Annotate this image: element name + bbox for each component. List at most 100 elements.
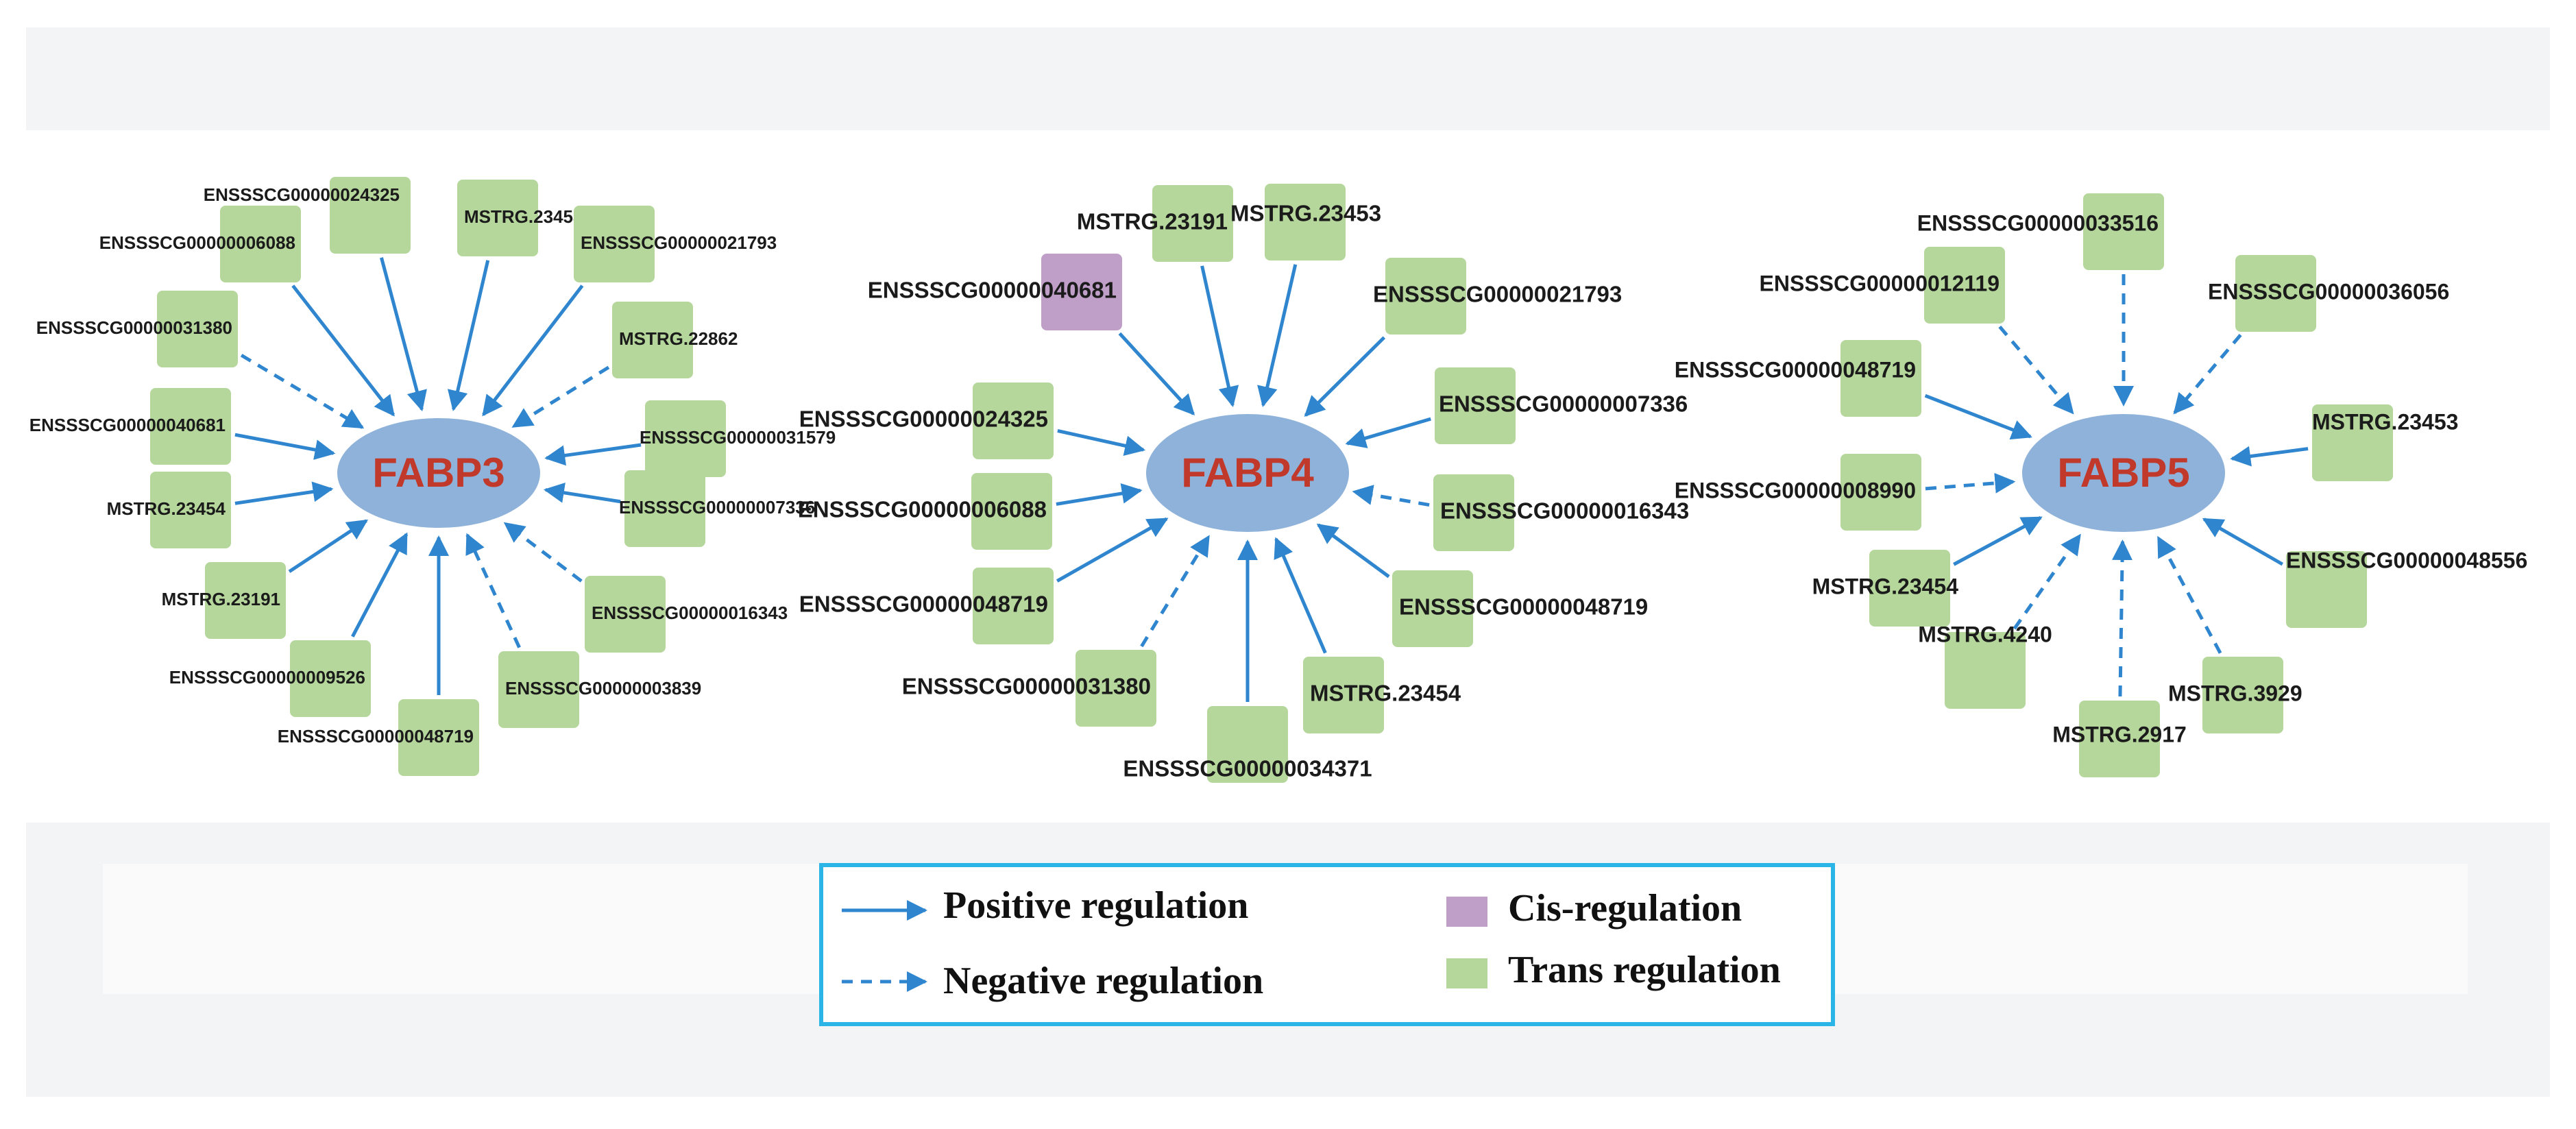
gene-label: MSTRG.2917 bbox=[2052, 722, 2187, 746]
trans-gene-box bbox=[1435, 367, 1516, 444]
positive-regulation-edge bbox=[1274, 537, 1327, 654]
trans-gene-box bbox=[205, 562, 286, 639]
gene-node: MSTRG.23453 bbox=[2312, 404, 2458, 481]
trans-gene-box bbox=[457, 180, 538, 256]
trans-gene-box bbox=[1945, 632, 2026, 709]
gene-label: ENSSSCG00000034371 bbox=[1123, 756, 1372, 781]
gene-node: ENSSSCG00000031380 bbox=[36, 291, 238, 367]
gene-node: ENSSSCG00000016343 bbox=[585, 576, 788, 653]
trans-gene-box bbox=[2202, 657, 2283, 733]
gene-label: ENSSSCG00000036056 bbox=[2208, 279, 2449, 304]
positive-regulation-edge bbox=[1345, 417, 1431, 448]
gene-label: ENSSSCG00000007336 bbox=[619, 497, 815, 518]
gene-label: ENSSSCG00000040681 bbox=[29, 415, 226, 435]
trans-gene-box bbox=[1265, 184, 1346, 260]
trans-gene-box bbox=[1392, 570, 1473, 647]
trans-gene-box bbox=[220, 206, 301, 282]
top-band bbox=[26, 27, 2550, 130]
positive-regulation-edge bbox=[1257, 264, 1298, 408]
network-layer: FABP3ENSSSCG00000024325MSTRG.23453ENSSSC… bbox=[29, 177, 2527, 783]
negative-regulation-edge bbox=[2156, 535, 2222, 654]
network-fabp3: FABP3ENSSSCG00000024325MSTRG.23453ENSSSC… bbox=[29, 177, 836, 776]
trans-gene-box bbox=[2312, 404, 2393, 481]
hub-node-fabp4 bbox=[1146, 414, 1349, 532]
negative-regulation-edge bbox=[2013, 533, 2082, 630]
hub-node-fabp5 bbox=[2022, 414, 2225, 532]
gene-node: ENSSSCG00000012119 bbox=[1760, 247, 2005, 324]
trans-gene-box bbox=[973, 568, 1054, 644]
gene-label: ENSSSCG00000031380 bbox=[36, 317, 232, 338]
trans-gene-box bbox=[1207, 706, 1288, 783]
hub-label: FABP3 bbox=[372, 450, 505, 496]
trans-gene-box bbox=[1924, 247, 2005, 324]
negative-regulation-edge bbox=[1998, 325, 2074, 415]
gene-label: MSTRG.23453 bbox=[1230, 201, 1381, 226]
gene-label: MSTRG.23454 bbox=[1310, 681, 1461, 706]
gene-label: ENSSSCG00000009526 bbox=[169, 667, 365, 688]
gene-node: MSTRG.23454 bbox=[1812, 550, 1959, 627]
trans-gene-box bbox=[330, 177, 411, 254]
gene-node: ENSSSCG00000048719 bbox=[1392, 570, 1648, 647]
positive-regulation-edge bbox=[1316, 523, 1390, 579]
trans-gene-box bbox=[2079, 701, 2160, 777]
trans-gene-box bbox=[1076, 650, 1156, 727]
gene-node: ENSSSCG00000007336 bbox=[619, 470, 815, 547]
trans-gene-box bbox=[1869, 550, 1950, 627]
gene-label: MSTRG.23454 bbox=[1812, 574, 1959, 598]
legend: Positive regulation Negative regulation … bbox=[819, 863, 1835, 1026]
gene-label: MSTRG.23191 bbox=[162, 589, 280, 609]
gene-label: ENSSSCG00000006088 bbox=[99, 232, 295, 253]
gene-node: ENSSSCG00000007336 bbox=[1435, 367, 1688, 444]
network-fabp5: FABP5ENSSSCG00000033516ENSSSCG0000003605… bbox=[1675, 193, 2527, 777]
positive-regulation-edge bbox=[2230, 446, 2309, 467]
gene-node: ENSSSCG00000024325 bbox=[204, 177, 411, 254]
gene-node: ENSSSCG00000048719 bbox=[278, 699, 479, 776]
negative-regulation-edge bbox=[1352, 485, 1430, 507]
positive-regulation-edge bbox=[234, 481, 334, 505]
gene-node: ENSSSCG00000033516 bbox=[1917, 193, 2164, 270]
negative-regulation-edge bbox=[465, 533, 521, 648]
gene-label: MSTRG.22862 bbox=[619, 328, 738, 349]
positive-regulation-edge bbox=[351, 532, 409, 638]
gene-label: ENSSSCG00000016343 bbox=[1440, 498, 1689, 524]
trans-gene-box bbox=[1385, 258, 1466, 335]
gene-node: MSTRG.4240 bbox=[1918, 622, 2052, 709]
hub-label: FABP4 bbox=[1181, 450, 1314, 496]
legend-positive-label: Positive regulation bbox=[943, 884, 1248, 927]
gene-node: ENSSSCG00000048719 bbox=[799, 568, 1054, 644]
positive-regulation-edge bbox=[1118, 332, 1195, 415]
gene-node: ENSSSCG00000008990 bbox=[1675, 454, 1921, 531]
positive-regulation-edge bbox=[380, 257, 427, 412]
gene-label: ENSSSCG00000024325 bbox=[799, 406, 1048, 432]
trans-gene-box bbox=[973, 383, 1054, 459]
trans-gene-box bbox=[1840, 340, 1921, 417]
gene-node: ENSSSCG00000024325 bbox=[799, 383, 1054, 459]
legend-negative-label: Negative regulation bbox=[943, 960, 1263, 1002]
gene-label: ENSSSCG00000031380 bbox=[902, 674, 1151, 699]
negative-regulation-edge bbox=[2112, 539, 2133, 697]
gene-label: MSTRG.23191 bbox=[1077, 209, 1228, 234]
cis-gene-box bbox=[1041, 254, 1122, 330]
negative-regulation-edge bbox=[503, 522, 583, 583]
gene-node: MSTRG.3929 bbox=[2168, 657, 2302, 733]
trans-gene-box bbox=[150, 388, 231, 465]
gene-label: ENSSSCG00000003839 bbox=[505, 678, 701, 699]
gene-node: MSTRG.23191 bbox=[162, 562, 286, 639]
gene-node: ENSSSCG00000048556 bbox=[2286, 548, 2527, 628]
gene-label: ENSSSCG00000006088 bbox=[798, 497, 1047, 522]
gene-node: ENSSSCG00000006088 bbox=[99, 206, 301, 282]
trans-gene-box bbox=[645, 400, 726, 477]
legend-cis-label: Cis-regulation bbox=[1508, 887, 1742, 930]
positive-regulation-edge bbox=[1953, 515, 2043, 566]
trans-gene-box bbox=[1152, 185, 1233, 262]
positive-regulation-edge bbox=[447, 260, 490, 411]
trans-gene-box bbox=[398, 699, 479, 776]
gene-node: ENSSSCG00000009526 bbox=[169, 640, 371, 717]
positive-regulation-edge bbox=[1924, 393, 2032, 440]
trans-gene-box bbox=[1433, 474, 1514, 551]
negative-regulation-edge bbox=[240, 354, 365, 429]
trans-gene-box bbox=[612, 302, 693, 378]
positive-regulation-edge bbox=[1056, 483, 1143, 506]
positive-regulation-edge bbox=[234, 433, 336, 460]
